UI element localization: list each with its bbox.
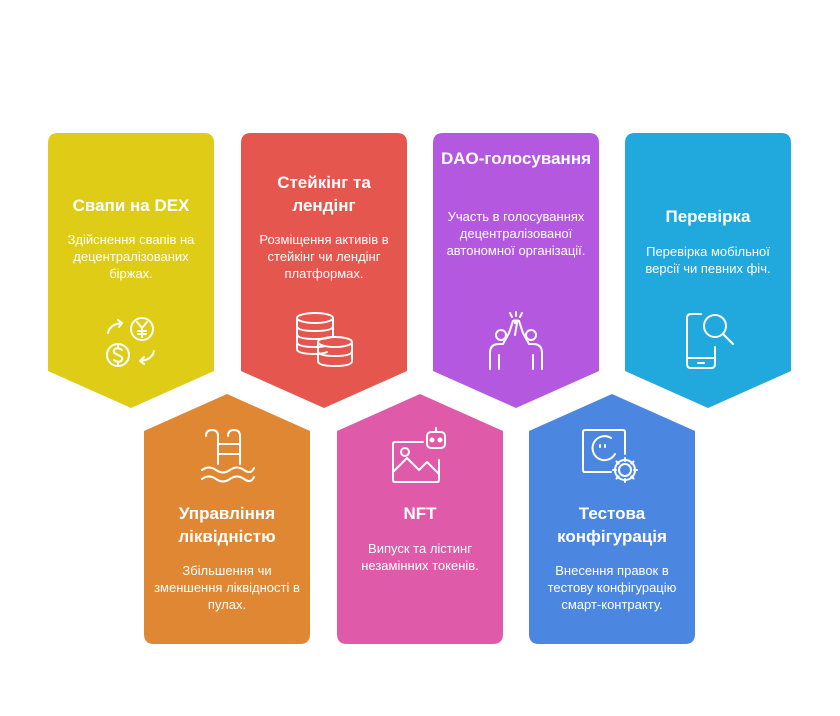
card-title: Свапи на DEX [72,196,190,215]
card-title: Тестова конфігурація [557,504,667,546]
mobile-search-icon [677,309,739,371]
coin-stack-icon [293,309,355,371]
card-description: Здійснення свапів на децентралізованих б… [67,232,195,281]
card-shape [529,394,695,644]
card-shape-path [144,394,310,644]
card-shape [433,133,599,408]
card-shape [337,394,503,644]
card-description: Перевірка мобільної версії чи певних фіч… [645,244,771,276]
card-shape-path [433,133,599,408]
card-title: Управління ліквідністю [178,504,276,546]
image-bot-icon [389,426,451,488]
card-shape-path [337,394,503,644]
card-shape [144,394,310,644]
card-title: Перевірка [665,207,751,226]
pool-ladder-icon [196,426,258,488]
config-gear-icon [581,426,643,488]
card-shape [48,133,214,408]
card-title: DAO-голосування [440,149,592,168]
card-shape [241,133,407,408]
card-shape-path [241,133,407,408]
card-shape-path [529,394,695,644]
card-description: Збільшення чи зменшення ліквідності в пу… [154,563,300,612]
card-description: Розміщення активів в стейкінг чи лендінг… [259,232,389,281]
card-title: NFT [403,504,437,523]
card-description: Випуск та лістинг незамінних токенів. [361,541,479,573]
card-shape-path [625,133,791,408]
high-five-icon [485,311,547,373]
card-shape-path [48,133,214,408]
card-description: Внесення правок в тестову конфігурацію с… [547,563,677,612]
card-description: Участь в голосуваннях децентралізованої … [446,209,586,258]
card-title: Стейкінг та лендінг [277,173,371,215]
card-shape [625,133,791,408]
swap-currency-icon [100,311,162,373]
